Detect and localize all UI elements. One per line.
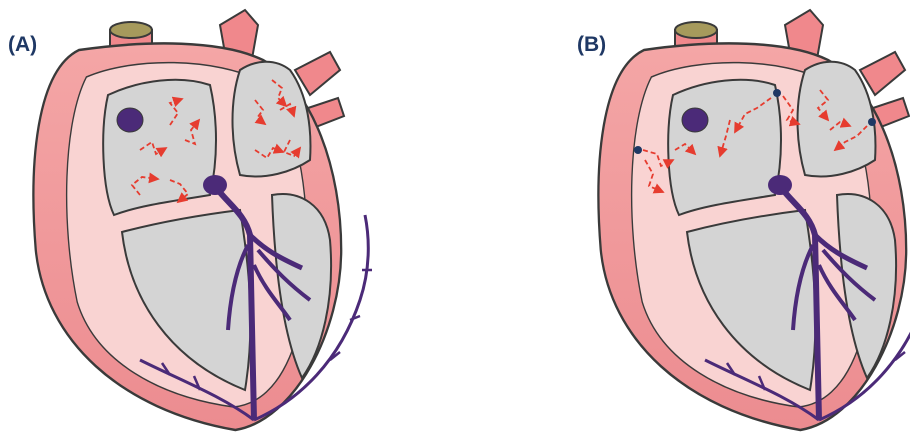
heart-b: [598, 10, 910, 430]
heart-a: [33, 10, 372, 430]
